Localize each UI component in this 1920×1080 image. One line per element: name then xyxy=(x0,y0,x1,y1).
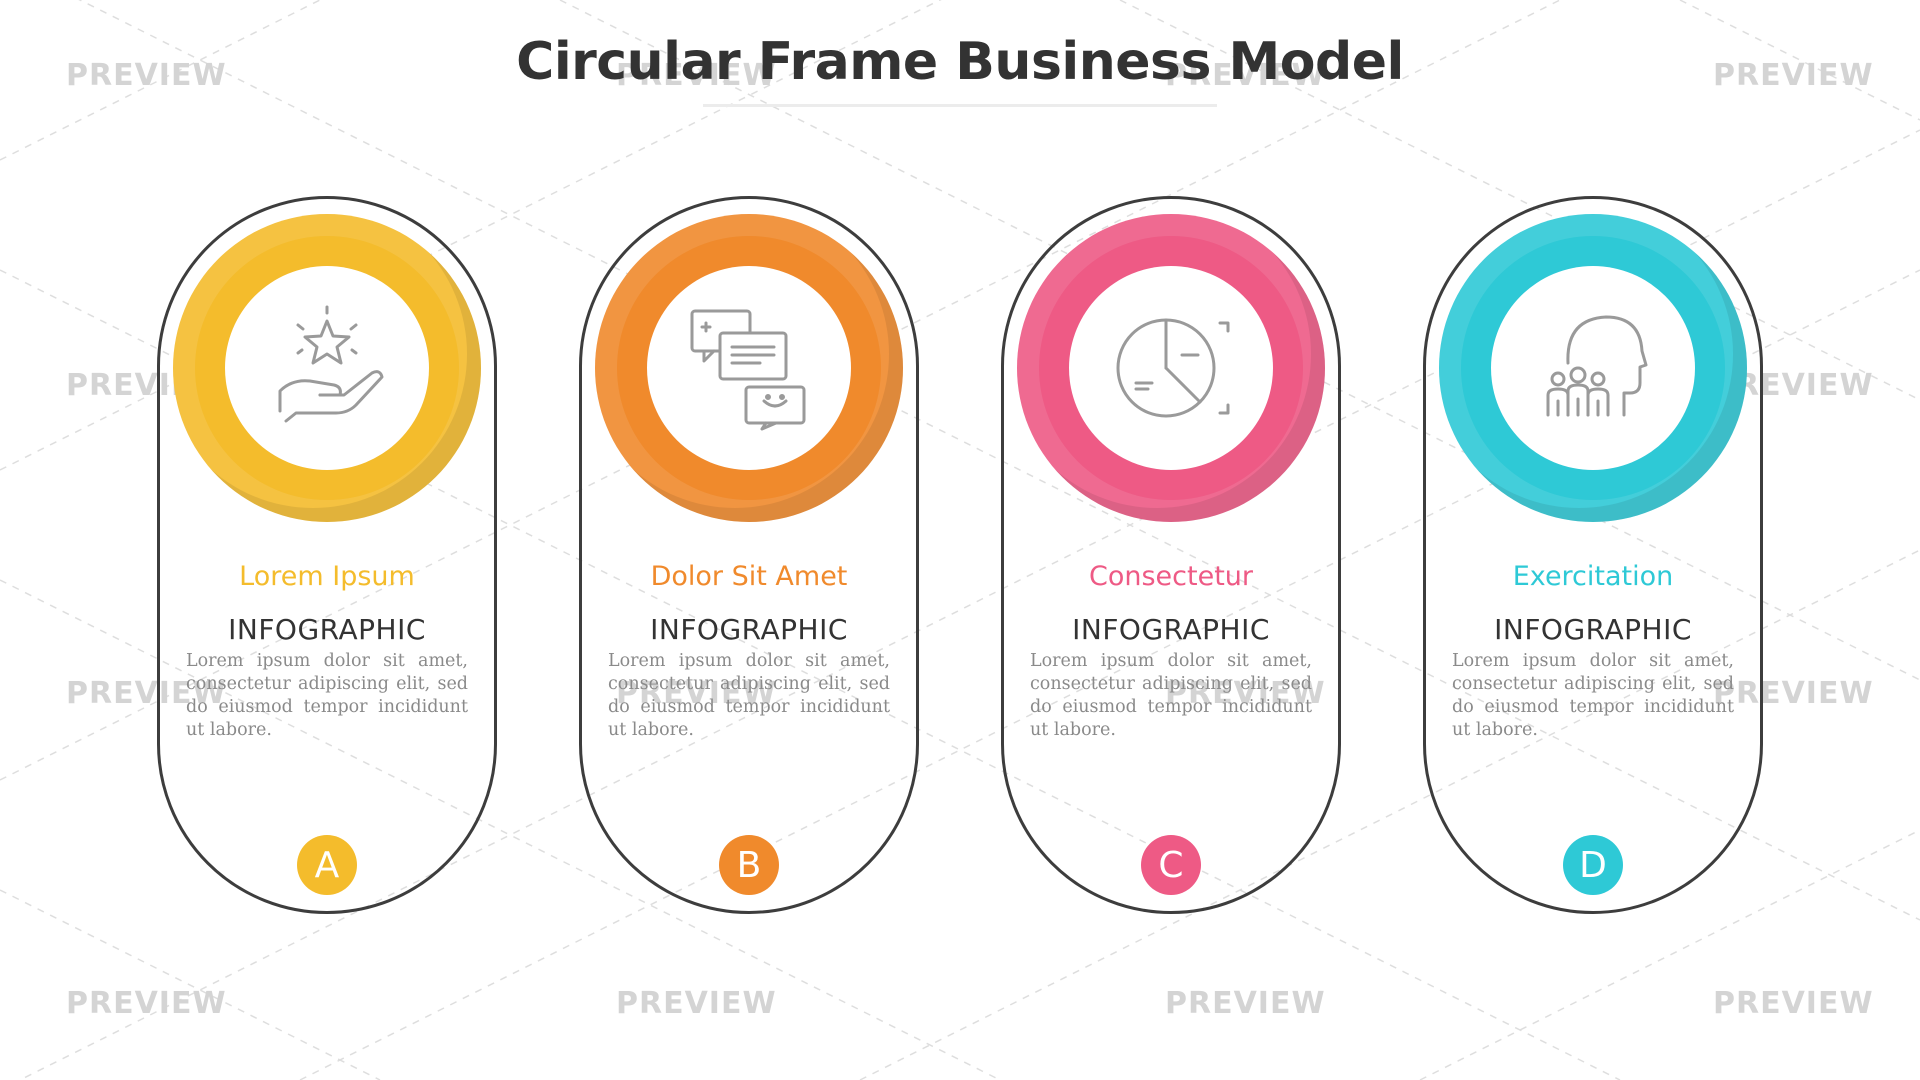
badge-b: B xyxy=(719,835,779,895)
card-subheading-d: INFOGRAPHIC xyxy=(1494,613,1692,646)
card-frame-a xyxy=(157,196,497,914)
card-heading-b: Dolor Sit Amet xyxy=(650,561,848,592)
card-subheading-a: INFOGRAPHIC xyxy=(228,613,426,646)
watermark-text: PREVIEW xyxy=(616,986,777,1021)
card-frame-d xyxy=(1423,196,1763,914)
card-heading-d: Exercitation xyxy=(1512,561,1674,592)
badge-c: C xyxy=(1141,835,1201,895)
card-heading-a: Lorem Ipsum xyxy=(239,561,415,592)
ring-a xyxy=(173,214,481,522)
card-frame-c xyxy=(1001,196,1341,914)
ring-c xyxy=(1017,214,1325,522)
chat-bubbles-icon xyxy=(690,309,806,431)
ring-d-inner xyxy=(1491,266,1695,470)
watermark-text: PREVIEW xyxy=(66,986,227,1021)
card-body-b: Lorem ipsum dolor sit amet, consectetur … xyxy=(608,651,890,740)
title-underline xyxy=(703,104,1217,107)
card-subheading-b: INFOGRAPHIC xyxy=(650,613,848,646)
hand-star-icon xyxy=(278,305,384,423)
card-body-c: Lorem ipsum dolor sit amet, consectetur … xyxy=(1030,651,1312,740)
watermark-text: PREVIEW xyxy=(1165,986,1326,1021)
card-body-d: Lorem ipsum dolor sit amet, consectetur … xyxy=(1452,651,1734,740)
card-frame-b xyxy=(579,196,919,914)
ring-b-inner xyxy=(647,266,851,470)
ring-c-inner xyxy=(1069,266,1273,470)
card-body-a: Lorem ipsum dolor sit amet, consectetur … xyxy=(186,651,468,740)
card-subheading-c: INFOGRAPHIC xyxy=(1072,613,1270,646)
badge-d: D xyxy=(1563,835,1623,895)
card-heading-c: Consectetur xyxy=(1088,561,1253,592)
pie-chart-icon xyxy=(1116,318,1230,418)
ring-b xyxy=(595,214,903,522)
badge-a: A xyxy=(297,835,357,895)
ring-a-inner xyxy=(225,266,429,470)
page-title: Circular Frame Business Model xyxy=(516,32,1404,92)
team-head-icon xyxy=(1546,315,1648,417)
ring-d xyxy=(1439,214,1747,522)
watermark-text: PREVIEW xyxy=(1713,986,1874,1021)
